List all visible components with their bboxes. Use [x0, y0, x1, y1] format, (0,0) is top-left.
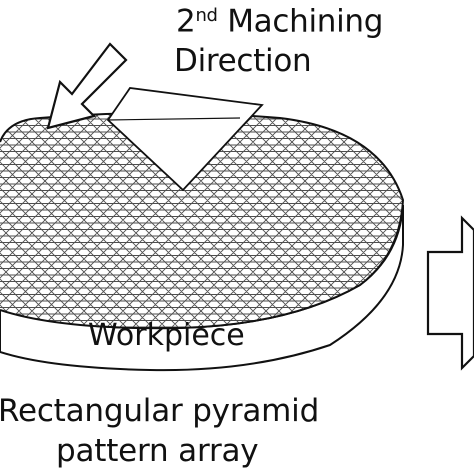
caption-line-2: pattern array [56, 433, 259, 469]
title-prefix: 2 [176, 3, 196, 40]
cutting-tool-edge [107, 117, 241, 121]
cutting-tool [106, 87, 264, 192]
next-step-arrow-icon [426, 215, 474, 371]
title-suffix: Machining [217, 3, 384, 40]
direction-arrow-icon [46, 42, 128, 130]
title-line-1: 2nd Machining [176, 6, 383, 37]
title-line-2: Direction [174, 43, 312, 79]
pyramid-grid-lines [0, 113, 403, 329]
workpiece-label: Workpiece [88, 318, 245, 353]
workpiece-top-outline [0, 112, 405, 330]
pyramid-pattern-surface [0, 113, 403, 329]
caption-line-1: Rectangular pyramid [0, 393, 320, 429]
title-superscript: nd [195, 5, 218, 26]
